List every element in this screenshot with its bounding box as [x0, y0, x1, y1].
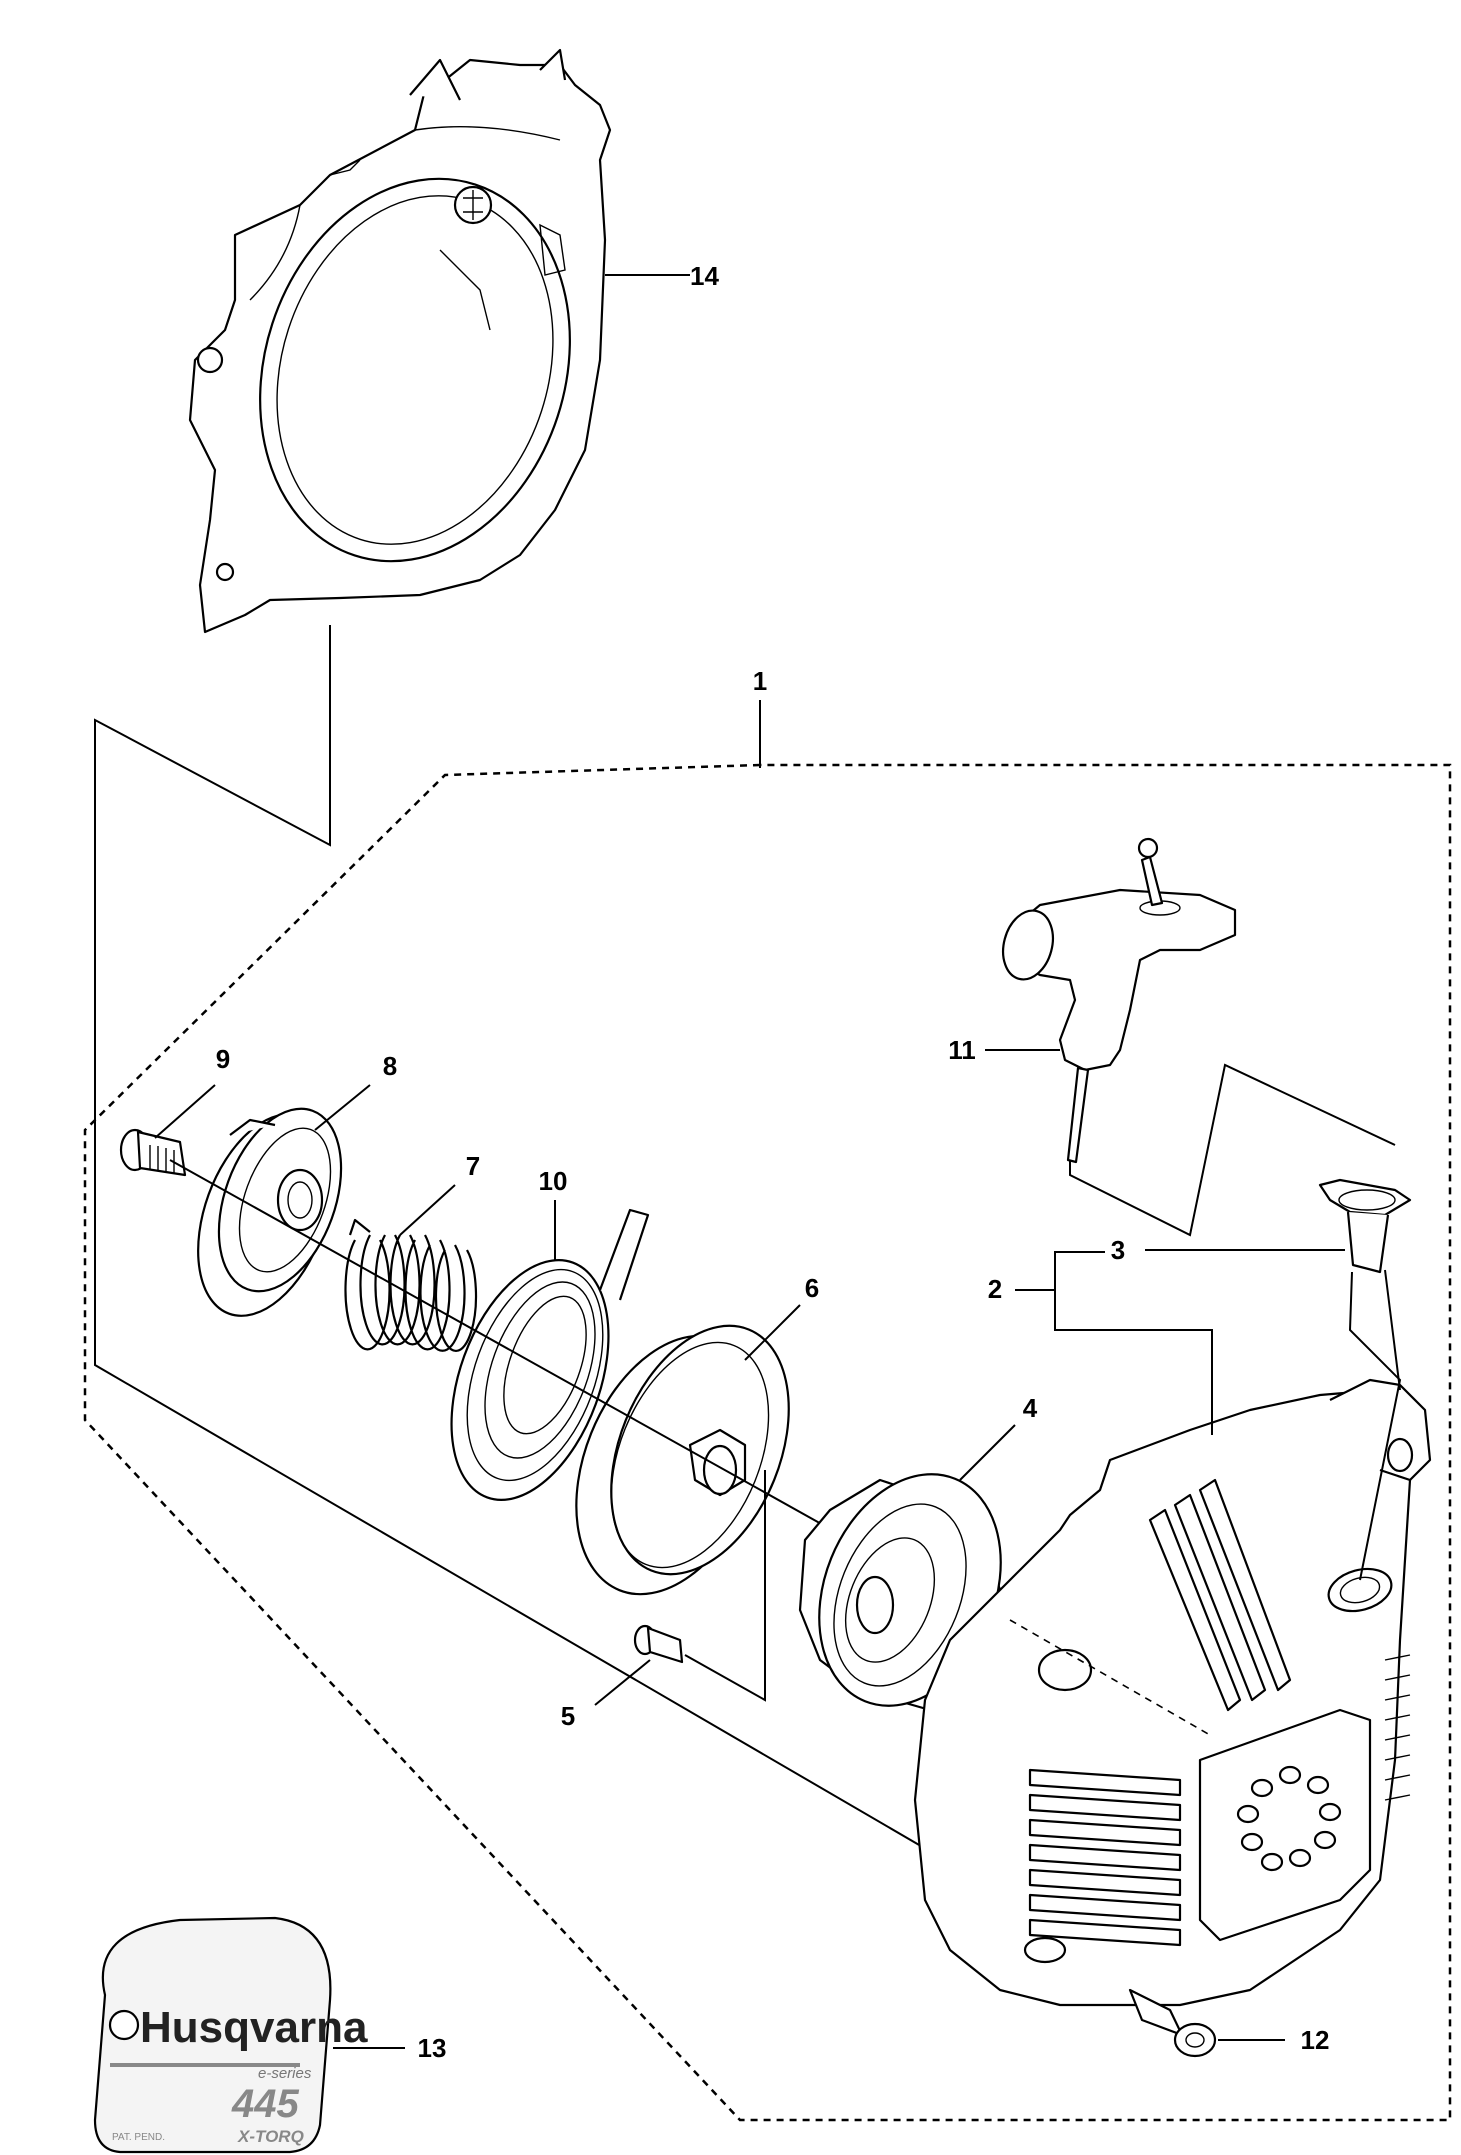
screw-5 — [594, 1470, 766, 1706]
spring-7 — [344, 1184, 478, 1353]
decal-patent-text: PAT. PEND. — [112, 2132, 165, 2143]
callout-5: 5 — [561, 1701, 575, 1731]
callout-10: 10 — [539, 1166, 568, 1196]
decal-brand-text: Husqvarna — [140, 2003, 368, 2052]
housing-vent-holes — [1236, 1765, 1342, 1872]
callout-7: 7 — [466, 1151, 480, 1181]
starter-housing-2 — [913, 1251, 1432, 2007]
pulley-6 — [575, 1304, 801, 1596]
callout-1: 1 — [753, 666, 767, 696]
callout-4: 4 — [1023, 1393, 1038, 1423]
starter-handle-11 — [985, 837, 1396, 1237]
decal-13: Husqvarna e-series 445 PAT. PEND. X-TORQ — [93, 1916, 405, 2154]
callout-3: 3 — [1111, 1235, 1125, 1265]
screw-9 — [119, 1084, 216, 1177]
callout-9: 9 — [216, 1044, 230, 1074]
assembly-guide-lines — [94, 625, 1006, 1896]
callout-8: 8 — [383, 1051, 397, 1081]
callout-6: 6 — [805, 1273, 819, 1303]
decal-engine-text: X-TORQ — [237, 2127, 304, 2146]
assembly-boundary — [83, 700, 1452, 2122]
rope-guide-3 — [1145, 1178, 1412, 1581]
callout-12: 12 — [1301, 2025, 1330, 2055]
callout-13: 13 — [418, 2033, 447, 2063]
callout-11: 11 — [948, 1035, 976, 1065]
pulley-hub-8 — [197, 1084, 371, 1317]
callout-14: 14 — [690, 261, 719, 291]
decal-series-text: e-series — [258, 2065, 312, 2082]
decal-model-text: 445 — [231, 2082, 299, 2126]
screw-12 — [1128, 1988, 1285, 2058]
callout-2: 2 — [988, 1274, 1002, 1304]
fan-housing-cover — [188, 48, 690, 634]
callout-labels: 14 1 9 8 7 10 6 4 5 2 3 11 12 13 — [216, 261, 1330, 2063]
